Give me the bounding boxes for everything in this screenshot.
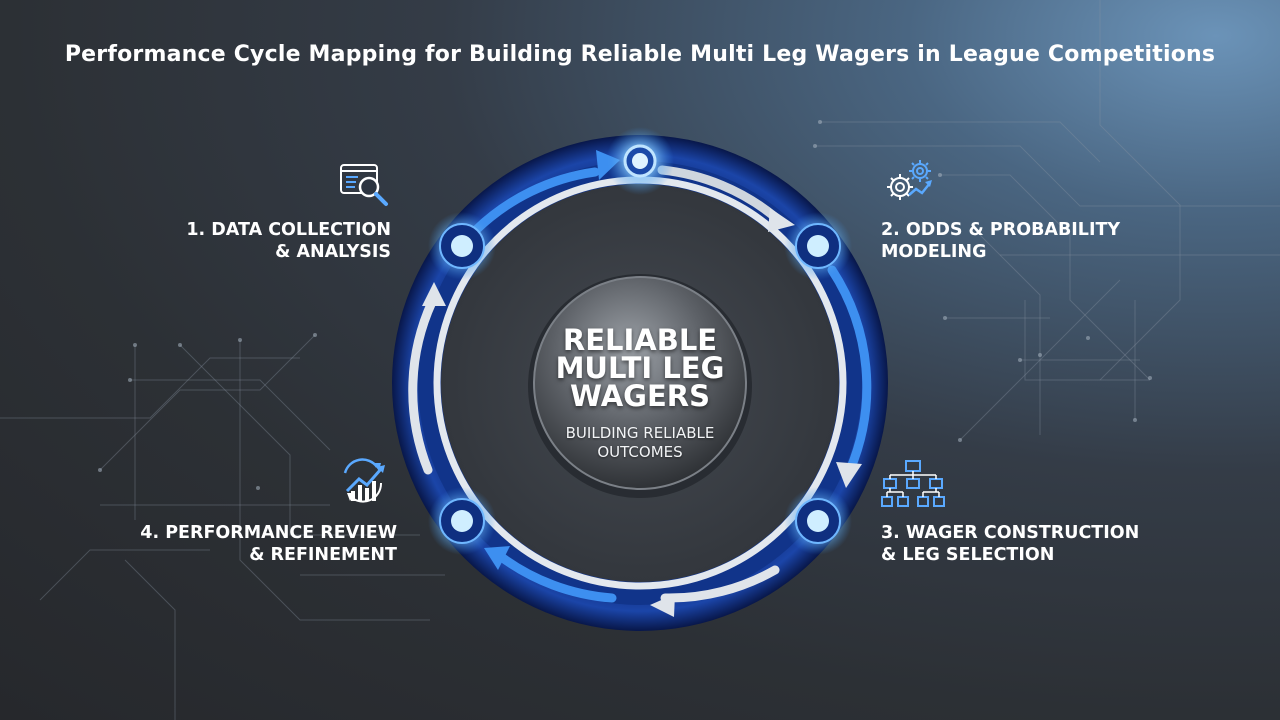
node-step-2 bbox=[784, 212, 852, 280]
node-top bbox=[606, 127, 674, 195]
hub bbox=[534, 277, 746, 489]
growth-chart-icon bbox=[343, 458, 385, 503]
node-step-1 bbox=[428, 212, 496, 280]
node-step-3 bbox=[784, 487, 852, 555]
arrowhead-left bbox=[422, 282, 446, 306]
arrow-arc-5 bbox=[408, 297, 437, 475]
step-2-label: 2. ODDS & PROBABILITY MODELING bbox=[881, 220, 1121, 262]
arrowhead-topright bbox=[768, 208, 795, 232]
node-step-4 bbox=[428, 487, 496, 555]
arrowhead-bottomleft bbox=[484, 546, 510, 570]
hub-title: RELIABLE MULTI LEG WAGERS bbox=[555, 323, 725, 413]
hierarchy-icon bbox=[881, 460, 945, 507]
arrow-arc-4 bbox=[495, 551, 617, 603]
gears-icon bbox=[887, 160, 932, 200]
arrowhead-right bbox=[836, 462, 862, 488]
cycle-nodes bbox=[428, 127, 852, 555]
hub-rim bbox=[533, 276, 747, 490]
data-analysis-icon bbox=[340, 164, 388, 206]
step-3-label: 3. WAGER CONSTRUCTION & LEG SELECTION bbox=[881, 523, 1140, 565]
step-4-label: 4. PERFORMANCE REVIEW & REFINEMENT bbox=[140, 523, 397, 565]
arrow-arc-0 bbox=[471, 167, 600, 235]
arrow-arc-1 bbox=[657, 165, 780, 222]
arrow-arc-3 bbox=[660, 565, 780, 603]
page-title: Performance Cycle Mapping for Building R… bbox=[64, 42, 1216, 67]
step-1-label: 1. DATA COLLECTION & ANALYSIS bbox=[186, 220, 391, 262]
hub-text: RELIABLE MULTI LEG WAGERS BUILDING RELIA… bbox=[540, 326, 740, 462]
hub-subtitle: BUILDING RELIABLE OUTCOMES bbox=[565, 424, 715, 461]
arrowhead-bottom bbox=[650, 594, 675, 617]
arrow-arc-2 bbox=[827, 265, 872, 475]
